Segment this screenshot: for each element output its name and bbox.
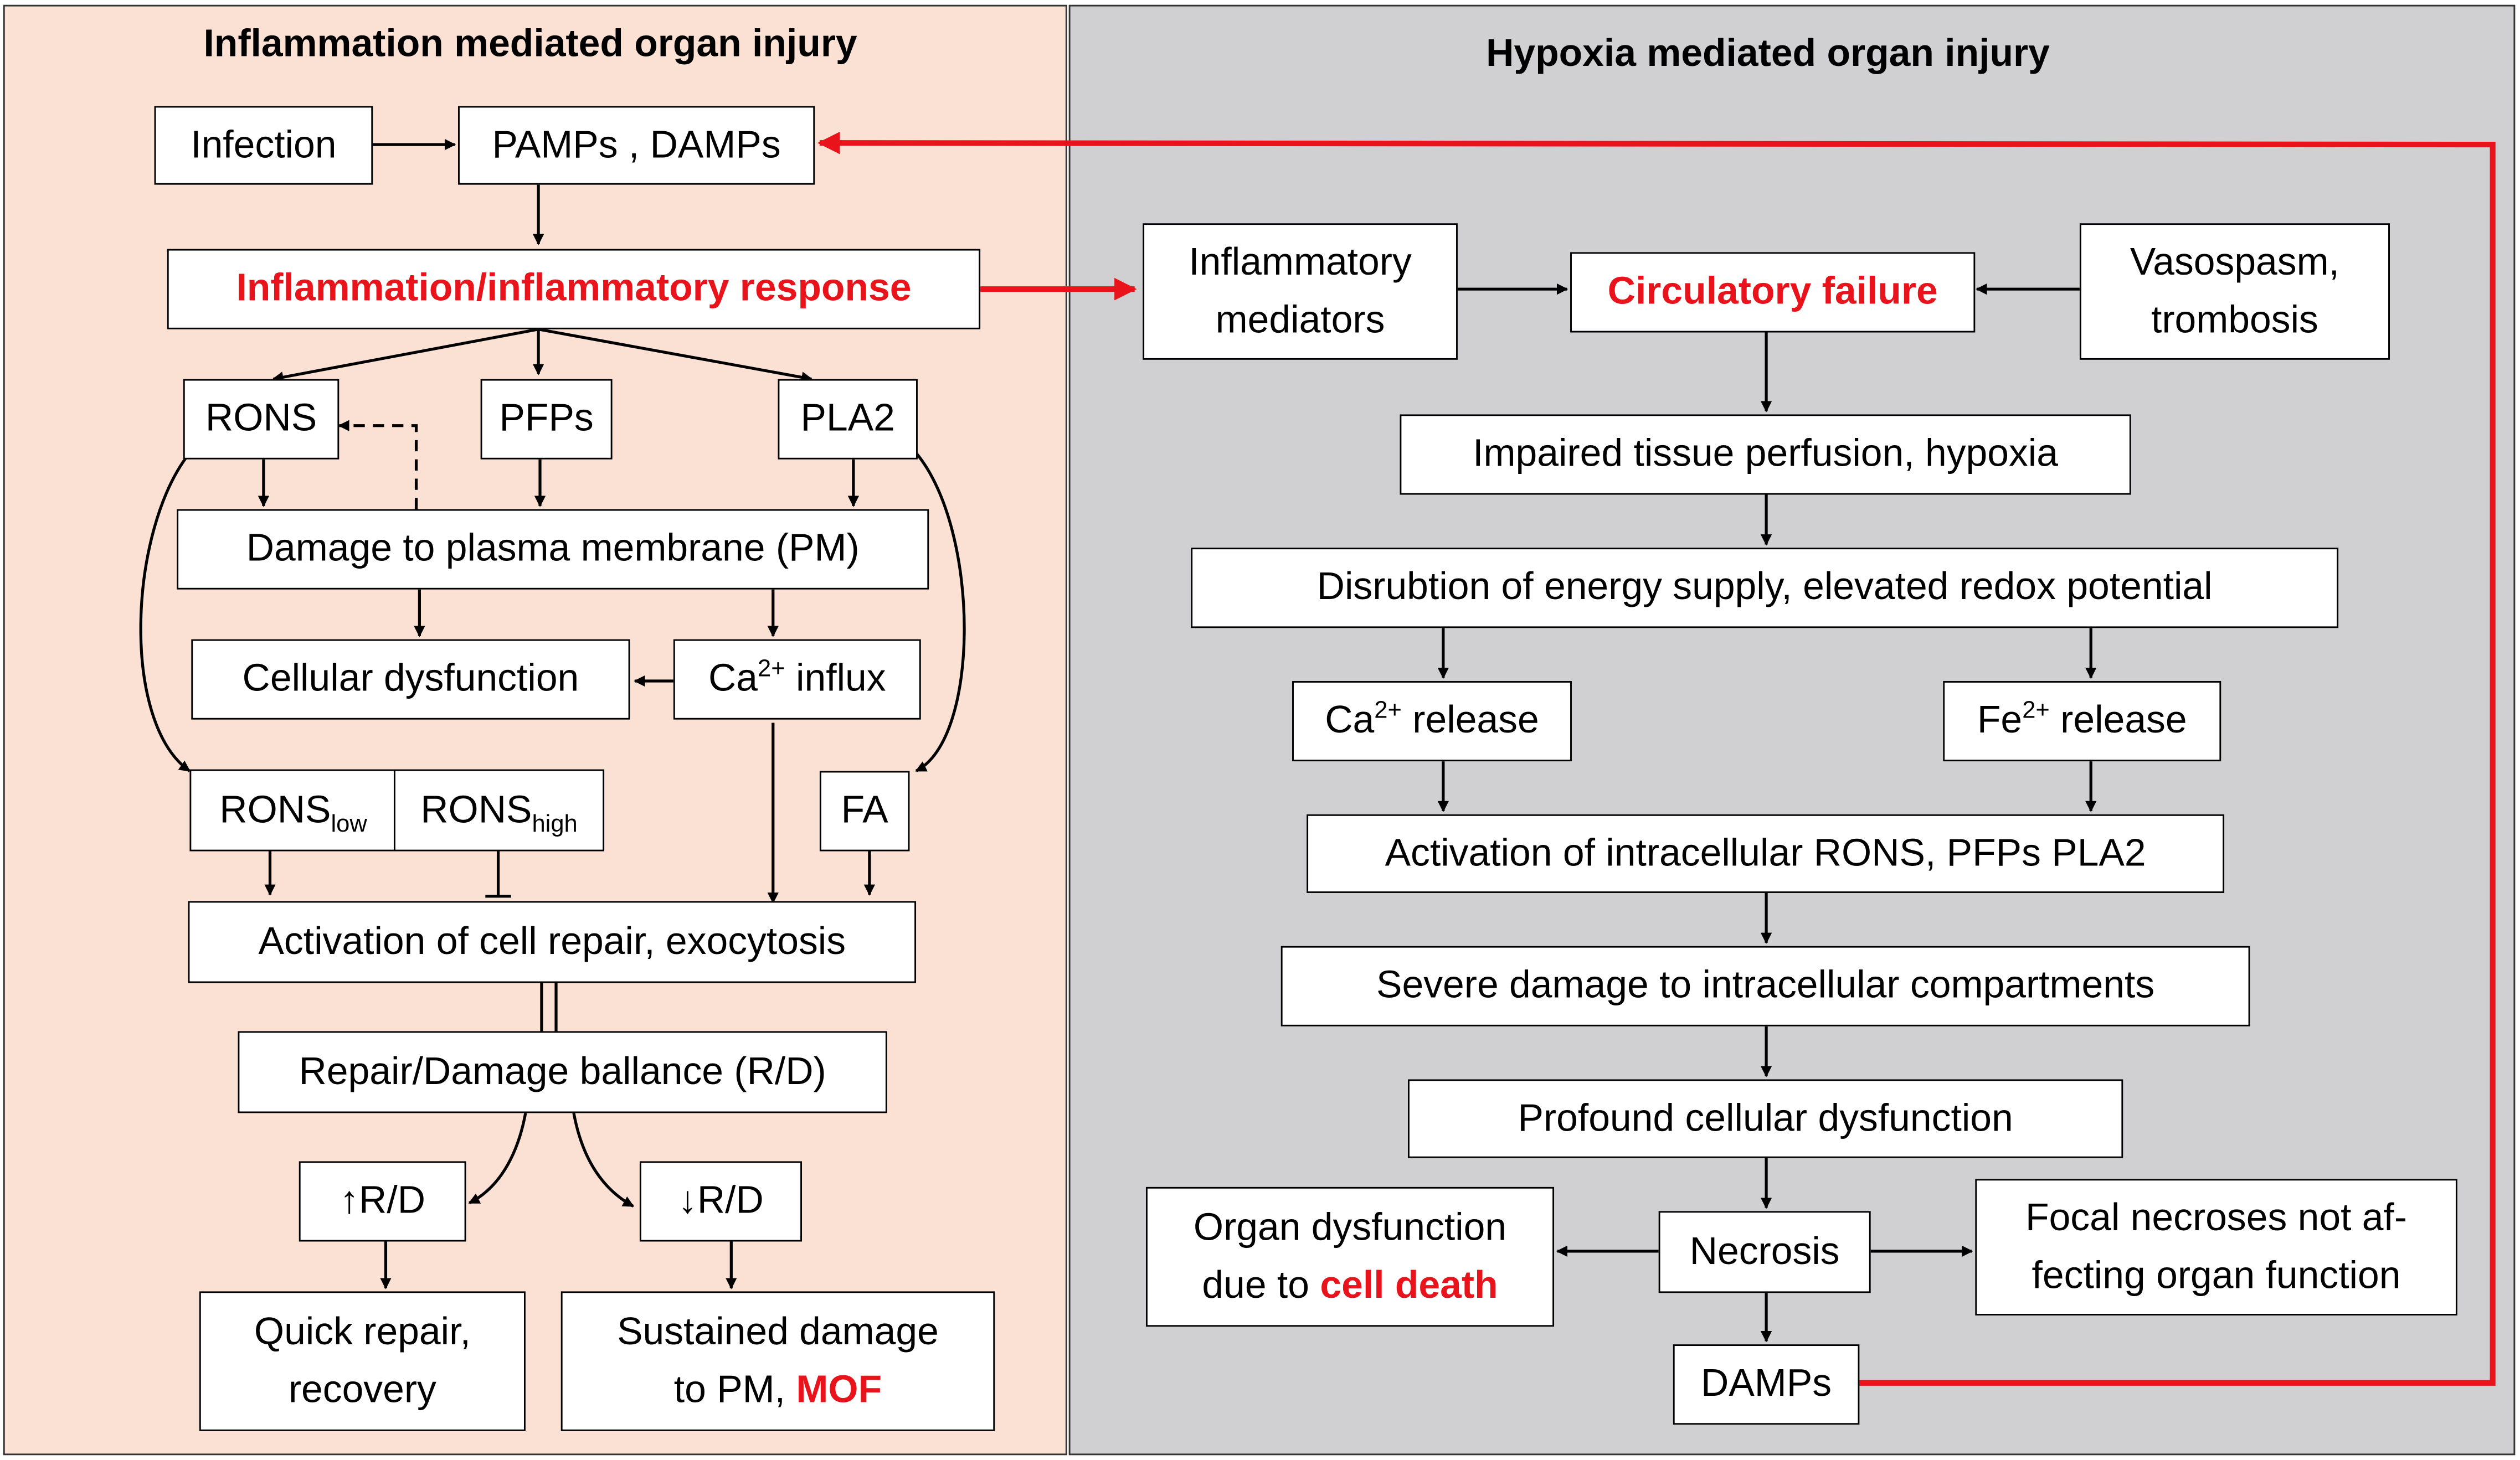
rons-high-box: RONShigh bbox=[393, 769, 605, 852]
focal-necroses-label: Focal necroses not af-fecting organ func… bbox=[2025, 1195, 2408, 1297]
inflammation-panel bbox=[3, 4, 1067, 1456]
repair-damage-balance-box: Repair/Damage ballance (R/D) bbox=[238, 1031, 887, 1113]
fe-release-box: Fe2+ release bbox=[1943, 681, 2221, 762]
energy-disruption-box: Disrubtion of energy supply, elevated re… bbox=[1191, 548, 2339, 628]
ca-release-label: Ca2+ release bbox=[1325, 697, 1539, 742]
quick-repair-box: Quick repair,recovery bbox=[199, 1291, 526, 1431]
left-panel-title: Inflammation mediated organ injury bbox=[203, 22, 857, 66]
vasospasm-label: Vasospasm,trombosis bbox=[2130, 240, 2339, 342]
rons-high-label: RONShigh bbox=[420, 787, 578, 838]
inflammation-response-box: Inflammation/inflammatory response bbox=[167, 249, 981, 329]
ca-release-box: Ca2+ release bbox=[1292, 681, 1572, 762]
severe-damage-box: Severe damage to intracellular compartme… bbox=[1280, 946, 2250, 1026]
ca-influx-box: Ca2+ influx bbox=[673, 639, 921, 720]
arrow-balance-up bbox=[468, 1112, 527, 1205]
rons-box: RONS bbox=[183, 379, 340, 460]
necrosis-box: Necrosis bbox=[1658, 1211, 1871, 1293]
pamps-damps-box: PAMPs , DAMPs bbox=[458, 106, 815, 185]
rons-low-label: RONSlow bbox=[219, 787, 367, 838]
damage-plasma-membrane-box: Damage to plasma membrane (PM) bbox=[177, 509, 929, 590]
pfps-box: PFPs bbox=[480, 379, 613, 460]
activation-cell-repair-box: Activation of cell repair, exocytosis bbox=[188, 901, 917, 983]
right-panel-title: Hypoxia mediated organ injury bbox=[1486, 32, 2050, 76]
arc-pla2-fa bbox=[915, 452, 966, 772]
up-rd-box: ↑R/D bbox=[299, 1161, 466, 1242]
red-feedback-damps-pamps bbox=[817, 131, 2496, 1386]
vasospasm-box: Vasospasm,trombosis bbox=[2079, 223, 2390, 360]
arc-rons-ronslow bbox=[139, 452, 191, 772]
cell-death-highlight: cell death bbox=[1320, 1263, 1498, 1307]
infection-box: Infection bbox=[154, 106, 373, 185]
cellular-dysfunction-box: Cellular dysfunction bbox=[191, 639, 630, 720]
down-rd-box: ↓R/D bbox=[639, 1161, 802, 1242]
arrow-inflam-rons bbox=[272, 328, 539, 383]
activation-intracellular-rons-box: Activation of intracellular RONS, PFPs P… bbox=[1307, 814, 2225, 893]
quick-repair-label: Quick repair,recovery bbox=[254, 1309, 471, 1411]
focal-necroses-box: Focal necroses not af-fecting organ func… bbox=[1975, 1179, 2457, 1315]
dashed-feedback-damage-rons bbox=[338, 420, 418, 509]
arrow-inflam-pla2 bbox=[538, 328, 813, 383]
circulatory-failure-box: Circulatory failure bbox=[1570, 252, 1976, 333]
ca-influx-label: Ca2+ influx bbox=[708, 655, 886, 700]
mof-highlight: MOF bbox=[796, 1368, 882, 1411]
arrow-balance-down bbox=[572, 1112, 635, 1208]
fe-release-label: Fe2+ release bbox=[1977, 697, 2187, 742]
impaired-perfusion-box: Impaired tissue perfusion, hypoxia bbox=[1400, 414, 2131, 495]
fa-box: FA bbox=[819, 771, 910, 852]
profound-dysfunction-box: Profound cellular dysfunction bbox=[1407, 1079, 2123, 1158]
pla2-box: PLA2 bbox=[778, 379, 918, 460]
damps-box: DAMPs bbox=[1673, 1344, 1860, 1425]
rons-low-box: RONSlow bbox=[189, 769, 397, 852]
